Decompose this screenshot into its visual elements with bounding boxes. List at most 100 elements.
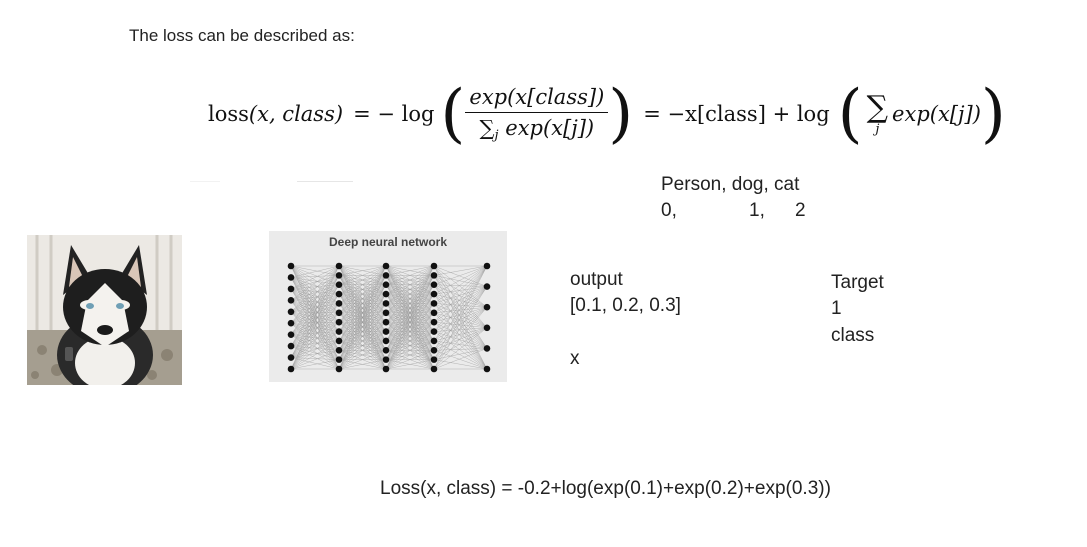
network-connection <box>433 307 488 332</box>
network-connection <box>433 348 488 370</box>
network-connection <box>433 265 488 276</box>
network-connection <box>290 359 340 370</box>
network-connection <box>433 286 488 323</box>
network-connection <box>433 312 488 370</box>
network-connection <box>290 265 340 370</box>
network-connection <box>433 307 488 313</box>
network-connection <box>385 265 435 304</box>
network-node <box>382 281 390 289</box>
network-node <box>335 337 343 345</box>
network-connection <box>290 331 340 370</box>
network-node <box>430 318 438 326</box>
network-connection <box>433 340 488 370</box>
right-paren: ) <box>608 77 634 151</box>
network-connection <box>290 265 340 335</box>
network-connection <box>338 303 387 370</box>
network-node <box>430 365 438 373</box>
husky-photo <box>27 235 182 385</box>
output-label: output <box>570 269 623 290</box>
network-connection <box>290 275 340 358</box>
left-paren: ( <box>440 77 466 151</box>
denominator-sum: ∑ <box>479 116 495 140</box>
intro-text: The loss can be described as: <box>129 26 355 45</box>
network-connection <box>433 327 488 360</box>
network-connection <box>433 348 488 351</box>
network-connection <box>290 303 340 335</box>
formula-eq2: = −x[class] + log <box>643 102 830 126</box>
target-label: Target <box>831 272 884 293</box>
network-node <box>335 290 343 298</box>
network-connection <box>385 312 435 370</box>
formula-eq1: = − log <box>353 102 435 126</box>
network-connection <box>338 265 387 342</box>
network-node <box>335 346 343 354</box>
network-connection <box>433 284 488 308</box>
network-connection <box>385 265 435 295</box>
network-connection <box>290 350 340 370</box>
network-node <box>430 290 438 298</box>
network-node <box>430 328 438 335</box>
network-connection <box>338 265 387 323</box>
network-connection <box>433 350 488 370</box>
network-node <box>382 309 390 317</box>
formula-denominator: ∑j exp(x[j]) <box>465 113 608 143</box>
network-connection <box>433 286 488 295</box>
formula-numerator: exp(x[class]) <box>465 85 609 113</box>
network-connection <box>385 293 435 370</box>
network-node <box>287 319 295 327</box>
network-connection <box>433 322 488 349</box>
network-connection <box>338 265 387 295</box>
formula-fraction: exp(x[class]) ∑j exp(x[j]) <box>465 85 609 143</box>
left-paren-2: ( <box>837 77 863 151</box>
network-connection <box>433 275 488 370</box>
network-connection <box>433 284 488 349</box>
network-connection <box>385 340 435 370</box>
network-node <box>382 272 390 279</box>
network-connection <box>338 265 387 304</box>
network-connection <box>290 312 340 358</box>
network-node <box>430 281 438 289</box>
network-node <box>335 262 343 270</box>
network-connection <box>433 303 488 370</box>
network-connection <box>290 340 340 370</box>
network-node <box>382 356 390 363</box>
network-connection <box>290 275 340 335</box>
network-connection <box>290 265 340 290</box>
network-connection <box>290 265 340 347</box>
network-node <box>483 303 491 311</box>
network-node <box>335 309 343 317</box>
network-node <box>335 356 343 363</box>
network-connection <box>290 322 340 370</box>
faint-divider <box>297 181 353 182</box>
network-connection <box>433 303 488 328</box>
network-connection <box>433 275 488 287</box>
network-connection <box>385 265 435 370</box>
network-connection <box>338 293 387 370</box>
network-connection <box>433 303 488 308</box>
class-index-1: 1, <box>749 200 765 221</box>
network-connection <box>290 293 340 358</box>
sum-block: ∑ j <box>867 92 888 136</box>
network-connection <box>433 331 488 370</box>
network-node <box>287 274 295 281</box>
network-node <box>287 331 295 338</box>
network-connection <box>433 293 488 349</box>
network-connection <box>385 303 435 370</box>
network-node <box>287 297 295 304</box>
network-graph <box>287 262 491 373</box>
network-connection <box>338 359 387 370</box>
network-connection <box>433 312 488 328</box>
loss-formula: loss (x, class) = − log ( exp(x[class]) … <box>208 74 1006 154</box>
network-node <box>335 328 343 335</box>
network-connection <box>385 265 435 332</box>
network-connection <box>433 359 488 370</box>
network-node <box>483 283 491 290</box>
network-connection <box>338 265 387 351</box>
network-connection <box>338 265 387 276</box>
network-connection <box>338 312 387 370</box>
network-connection <box>338 265 387 332</box>
network-connection <box>290 275 340 347</box>
network-connection <box>433 307 488 360</box>
denominator-sub: j <box>494 128 499 143</box>
network-node <box>382 337 390 345</box>
